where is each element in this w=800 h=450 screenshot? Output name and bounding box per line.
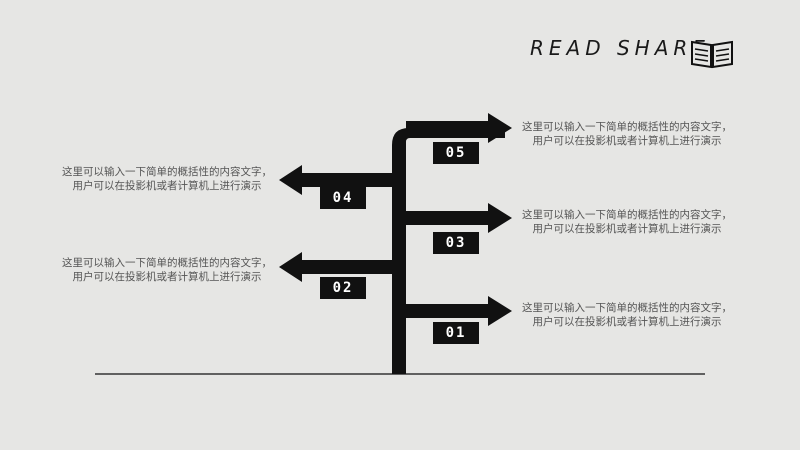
step-label-05: 05 (433, 142, 479, 164)
arrow-01 (406, 296, 512, 326)
step-label-03: 03 (433, 232, 479, 254)
arrow-05 (406, 113, 512, 143)
header-title: READ SHARE (530, 36, 710, 60)
step-text-03: 这里可以输入一下简单的概括性的内容文字，用户可以在投影机或者计算机上进行演示 (522, 209, 732, 235)
step-text-05: 这里可以输入一下简单的概括性的内容文字，用户可以在投影机或者计算机上进行演示 (522, 121, 732, 147)
step-label-04: 04 (320, 187, 366, 209)
arrow-03 (406, 203, 512, 233)
arrow-04 (279, 165, 392, 195)
step-label-02: 02 (320, 277, 366, 299)
trunk (392, 128, 505, 374)
step-text-02: 这里可以输入一下简单的概括性的内容文字，用户可以在投影机或者计算机上进行演示 (62, 257, 272, 283)
book-icon (691, 40, 733, 69)
step-label-01: 01 (433, 322, 479, 344)
step-text-04: 这里可以输入一下简单的概括性的内容文字，用户可以在投影机或者计算机上进行演示 (62, 166, 272, 192)
arrow-02 (279, 252, 392, 282)
step-text-01: 这里可以输入一下简单的概括性的内容文字，用户可以在投影机或者计算机上进行演示 (522, 302, 732, 328)
